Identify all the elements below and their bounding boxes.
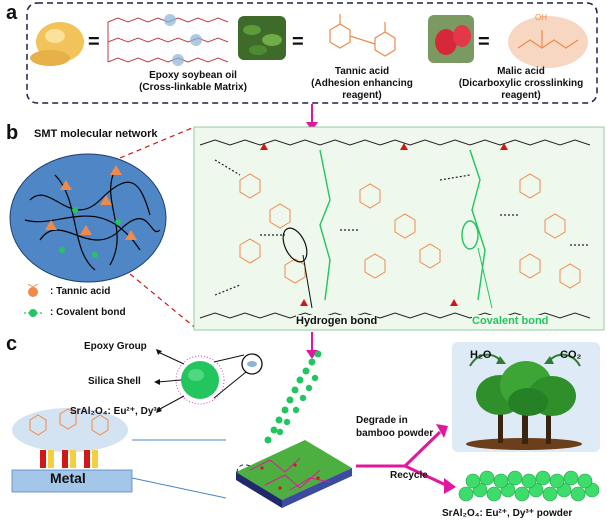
panel-c-letter: c [6, 333, 18, 355]
degrade-label-line-1: Degrade in [356, 415, 408, 426]
metal-label: Metal [50, 470, 86, 486]
particle-label-arrows [157, 351, 185, 411]
equals-sign-1: = [88, 31, 100, 53]
tannic-acid-structure [329, 14, 396, 57]
epoxy-soybean-structure [107, 14, 229, 66]
tannic-acid-caption: Tannic acid (Adhesion enhancing reagent) [292, 66, 432, 102]
tannic-acid-legend-icon [27, 283, 39, 297]
smt-network-ellipse [9, 153, 167, 283]
recycled-powder [458, 470, 600, 502]
malic-acid-subtitle-2: reagent) [501, 90, 541, 101]
covalent-bond-legend-label: : Covalent bond [50, 307, 126, 318]
covalent-bond-legend-icon [24, 309, 42, 317]
srao-particle [175, 355, 225, 405]
panel-a-frame [26, 2, 598, 104]
srao-core-label: SrAl₂O₄: Eu²⁺, Dy³⁺ [70, 406, 162, 417]
malic-acid-subtitle: (Dicarboxylic crosslinking [458, 78, 584, 89]
metal-substrate [11, 408, 133, 493]
h2o-label: H₂O [470, 349, 492, 361]
smt-network-title: SMT molecular network [34, 128, 158, 140]
hydrogen-bond-label: Hydrogen bond [296, 315, 378, 327]
molecular-detail-box [193, 126, 605, 331]
malic-acid-title: Malic acid [497, 66, 545, 77]
oh-label-malic: OH [535, 13, 547, 22]
epoxy-group-label: Epoxy Group [84, 341, 147, 352]
silica-shell-label: Silica Shell [88, 376, 141, 387]
covalent-bond-label: Covalent bond [472, 315, 549, 327]
panel-a-letter: a [6, 2, 18, 24]
malic-acid-structure [508, 16, 588, 68]
tannic-acid-legend-label: : Tannic acid [50, 286, 111, 297]
arrow-a-to-b [306, 104, 318, 131]
tannic-acid-subtitle-2: reagent) [342, 90, 382, 101]
panel-b-letter: b [6, 122, 19, 144]
zoom-circle [213, 353, 263, 399]
malic-acid-caption: Malic acid (Dicarboxylic crosslinking re… [446, 66, 596, 102]
recycle-label: Recycle [390, 470, 428, 481]
released-particles [264, 350, 322, 444]
tannic-acid-title: Tannic acid [334, 66, 390, 77]
dashed-curve-arrow [236, 464, 251, 487]
forest-box [452, 342, 600, 452]
leader-line-top [119, 127, 193, 159]
degrade-recycle-arrow [356, 424, 456, 494]
tea-leaves-image [238, 16, 286, 60]
leader-line-bottom [129, 273, 199, 331]
equals-sign-3: = [478, 31, 490, 53]
coating-film [236, 440, 352, 508]
equals-sign-2: = [292, 31, 304, 53]
powder-label: SrAl₂O₄: Eu²⁺, Dy³⁺ powder [442, 508, 573, 519]
strawberry-image [428, 15, 474, 63]
epoxy-soybean-oil-title: Epoxy soybean oil [149, 70, 237, 81]
tannic-acid-subtitle: (Adhesion enhancing [311, 78, 413, 89]
soybean-image [30, 22, 84, 66]
epoxy-soybean-oil-caption: Epoxy soybean oil (Cross-linkable Matrix… [118, 70, 268, 94]
epoxy-soybean-oil-subtitle: (Cross-linkable Matrix) [139, 82, 247, 93]
degrade-label-line-2: bamboo powder [356, 428, 434, 439]
co2-label: CO₂ [560, 349, 582, 361]
